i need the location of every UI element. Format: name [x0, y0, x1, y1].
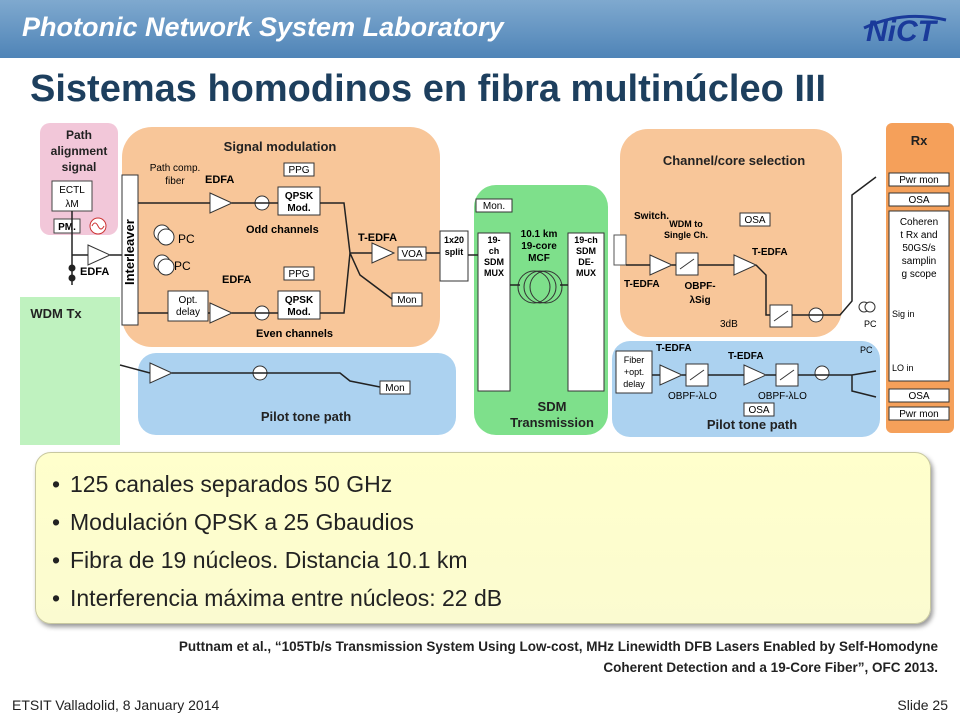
edfa-label-odd: EDFA: [205, 174, 234, 186]
osa-label-sel: OSA: [744, 215, 765, 226]
channel-core-region: [620, 129, 842, 337]
t-edfa-label-pilot-2: T-EDFA: [728, 351, 764, 362]
pwr-mon-label-top: Pwr mon: [899, 175, 938, 186]
obpf-lo-label-2: OBPF-λLO: [758, 391, 807, 402]
t-edfa-label-mod: T-EDFA: [358, 232, 397, 244]
pilot-tone-title-right: Pilot tone path: [707, 417, 797, 432]
ppg-label-odd: PPG: [288, 165, 309, 176]
t-edfa-mod: [371, 242, 396, 264]
signal-modulation-title: Signal modulation: [224, 139, 337, 154]
pc-label-2: PC: [174, 259, 191, 273]
coherent-rx-box: [888, 210, 950, 382]
nict-logo: NiCT: [863, 14, 947, 48]
t-edfa-label-pilot-1: T-EDFA: [656, 343, 692, 354]
pc-label-pilot: PC: [860, 345, 873, 355]
header-bar: Photonic Network System Laboratory NiCT: [0, 0, 960, 58]
ppg-box-even: [283, 266, 315, 281]
bullet-item: Modulación QPSK a 25 Gbaudios: [52, 503, 930, 541]
voa-label: VOA: [401, 249, 422, 260]
osa-box-rx-bottom: [888, 388, 950, 403]
path-comp-label: Path comp.fiber: [150, 163, 201, 187]
opt-delay-box: [167, 290, 209, 322]
pc-label-rx: PC: [864, 319, 877, 329]
edfa-amp-left: [87, 244, 112, 266]
osa-box-sel: [739, 212, 771, 227]
qpsk-mod-even: [277, 290, 321, 320]
svg-text:Opt.delay: Opt.delay: [176, 295, 200, 318]
svg-text:Fiber+opt.delay: Fiber+opt.delay: [623, 355, 645, 389]
qpsk-mod-odd: [277, 186, 321, 216]
footer-left: ETSIT Valladolid, 8 January 2014: [12, 697, 220, 713]
osa-label-rx-top: OSA: [908, 195, 929, 206]
bullet-box: 125 canales separados 50 GHz Modulación …: [35, 452, 931, 624]
osa-box-rx-top: [888, 192, 950, 207]
lo-in-label: LO in: [892, 363, 914, 373]
bullet-item: Interferencia máxima entre núcleos: 22 d…: [52, 579, 930, 617]
rx-title: Rx: [911, 133, 928, 148]
mon-box-pilot: [379, 380, 411, 395]
logo-text: NiCT: [866, 15, 939, 48]
pilot-tone-title-left: Pilot tone path: [261, 409, 351, 424]
ectl-box: [51, 180, 93, 212]
pc-label-1: PC: [178, 232, 195, 246]
odd-channels-label: Odd channels: [246, 224, 319, 236]
bullet-item: 125 canales separados 50 GHz: [52, 465, 930, 503]
mon-box-mod: [391, 292, 423, 307]
ppg-box-odd: [283, 162, 315, 177]
wdm-tx-region: [20, 297, 120, 445]
reference: Puttnam et al., “105Tb/s Transmission Sy…: [38, 636, 938, 678]
lambda-m-label: λM: [65, 199, 78, 210]
split-box: [439, 230, 469, 282]
bullet-item: Fibra de 19 núcleos. Distancia 10.1 km: [52, 541, 930, 579]
pwr-mon-box-top: [888, 172, 950, 187]
wdm-tx-label: WDM Tx: [30, 306, 82, 321]
even-channels-label: Even channels: [256, 328, 333, 340]
t-edfa-label-sel-1: T-EDFA: [624, 279, 660, 290]
pm-label: PM.: [58, 222, 76, 233]
lab-name: Photonic Network System Laboratory: [22, 12, 504, 42]
osa-label-rx-bottom: OSA: [908, 391, 929, 402]
sdm-demux-box: [567, 232, 605, 392]
edfa-label-left: EDFA: [80, 266, 109, 278]
channel-core-title: Channel/core selection: [663, 153, 805, 168]
sig-in-label: Sig in: [892, 309, 915, 319]
sdm-mux-box: [477, 232, 511, 392]
mon-dot-label: Mon.: [483, 201, 505, 212]
osa-label-pilot: OSA: [748, 405, 769, 416]
svg-text:OBPF-λSig: OBPF-λSig: [684, 281, 715, 306]
pm-box: [53, 218, 81, 234]
interleaver-box: [121, 174, 139, 326]
ectl-label: ECTL: [59, 185, 85, 196]
pwr-mon-label-bottom: Pwr mon: [899, 409, 938, 420]
reference-line-1: Puttnam et al., “105Tb/s Transmission Sy…: [178, 639, 938, 654]
mon-box-sdm: [475, 198, 513, 213]
mon-label-mod: Mon: [397, 295, 416, 306]
pilot-tone-region-right: [612, 341, 880, 437]
obpf-lo-label-1: OBPF-λLO: [668, 391, 717, 402]
fiber-opt-delay-box: [615, 350, 653, 394]
pwr-mon-box-bottom: [888, 406, 950, 421]
edfa-label-even: EDFA: [222, 274, 251, 286]
page-title: Sistemas homodinos en fibra multinúcleo …: [30, 68, 827, 110]
switch-label: Switch.: [634, 211, 669, 222]
osa-box-pilot: [743, 402, 775, 417]
t-edfa-label-sel-2: T-EDFA: [752, 247, 788, 258]
reference-line-2: Coherent Detection and a 19-Core Fiber”,…: [603, 660, 938, 675]
slide-number: Slide 25: [897, 697, 948, 713]
3db-label: 3dB: [720, 319, 738, 330]
ppg-label-even: PPG: [288, 269, 309, 280]
interleaver-label: Interleaver: [122, 219, 137, 285]
mon-label-pilot: Mon: [385, 383, 404, 394]
